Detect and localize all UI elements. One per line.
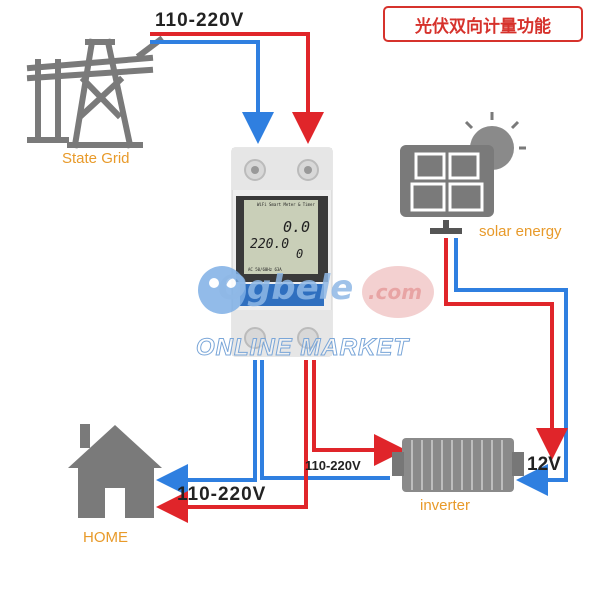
grid-voltage-label: 110-220V [155,10,245,31]
live-wires [150,32,568,523]
solar-energy-label: solar energy [479,223,562,240]
home-voltage-label: 110-220V [177,484,267,505]
state-grid-label: State Grid [62,150,130,167]
watermark-market: ONLINE MARKET [196,334,409,362]
title-badge: 光伏双向计量功能 [383,6,583,42]
meter-voltage-reading: 220.0 [250,237,290,252]
watermark-brand: Ogbele [218,268,354,308]
neutral-wires [150,40,568,496]
smart-meter-icon [231,147,333,357]
home-label: HOME [83,529,128,546]
solar-panel-icon [400,145,494,234]
inverter-label: inverter [420,497,471,514]
watermark-domain: .com [368,280,423,304]
inverter-icon [392,438,524,492]
watermark-logo-icon [198,266,434,318]
meter-top-reading: 0.0 [283,218,311,236]
meter-spec-text: AC 50/60Hz 63A [248,267,282,272]
meter-display-title: WiFi Smart Meter & Timer [257,202,315,207]
power-tower-icon [26,35,165,149]
inverter-voltage-label: 110-220V [305,458,361,473]
meter-right-reading: 0 [296,247,304,261]
house-icon [68,424,162,518]
dc-voltage-label: 12V [527,454,561,475]
